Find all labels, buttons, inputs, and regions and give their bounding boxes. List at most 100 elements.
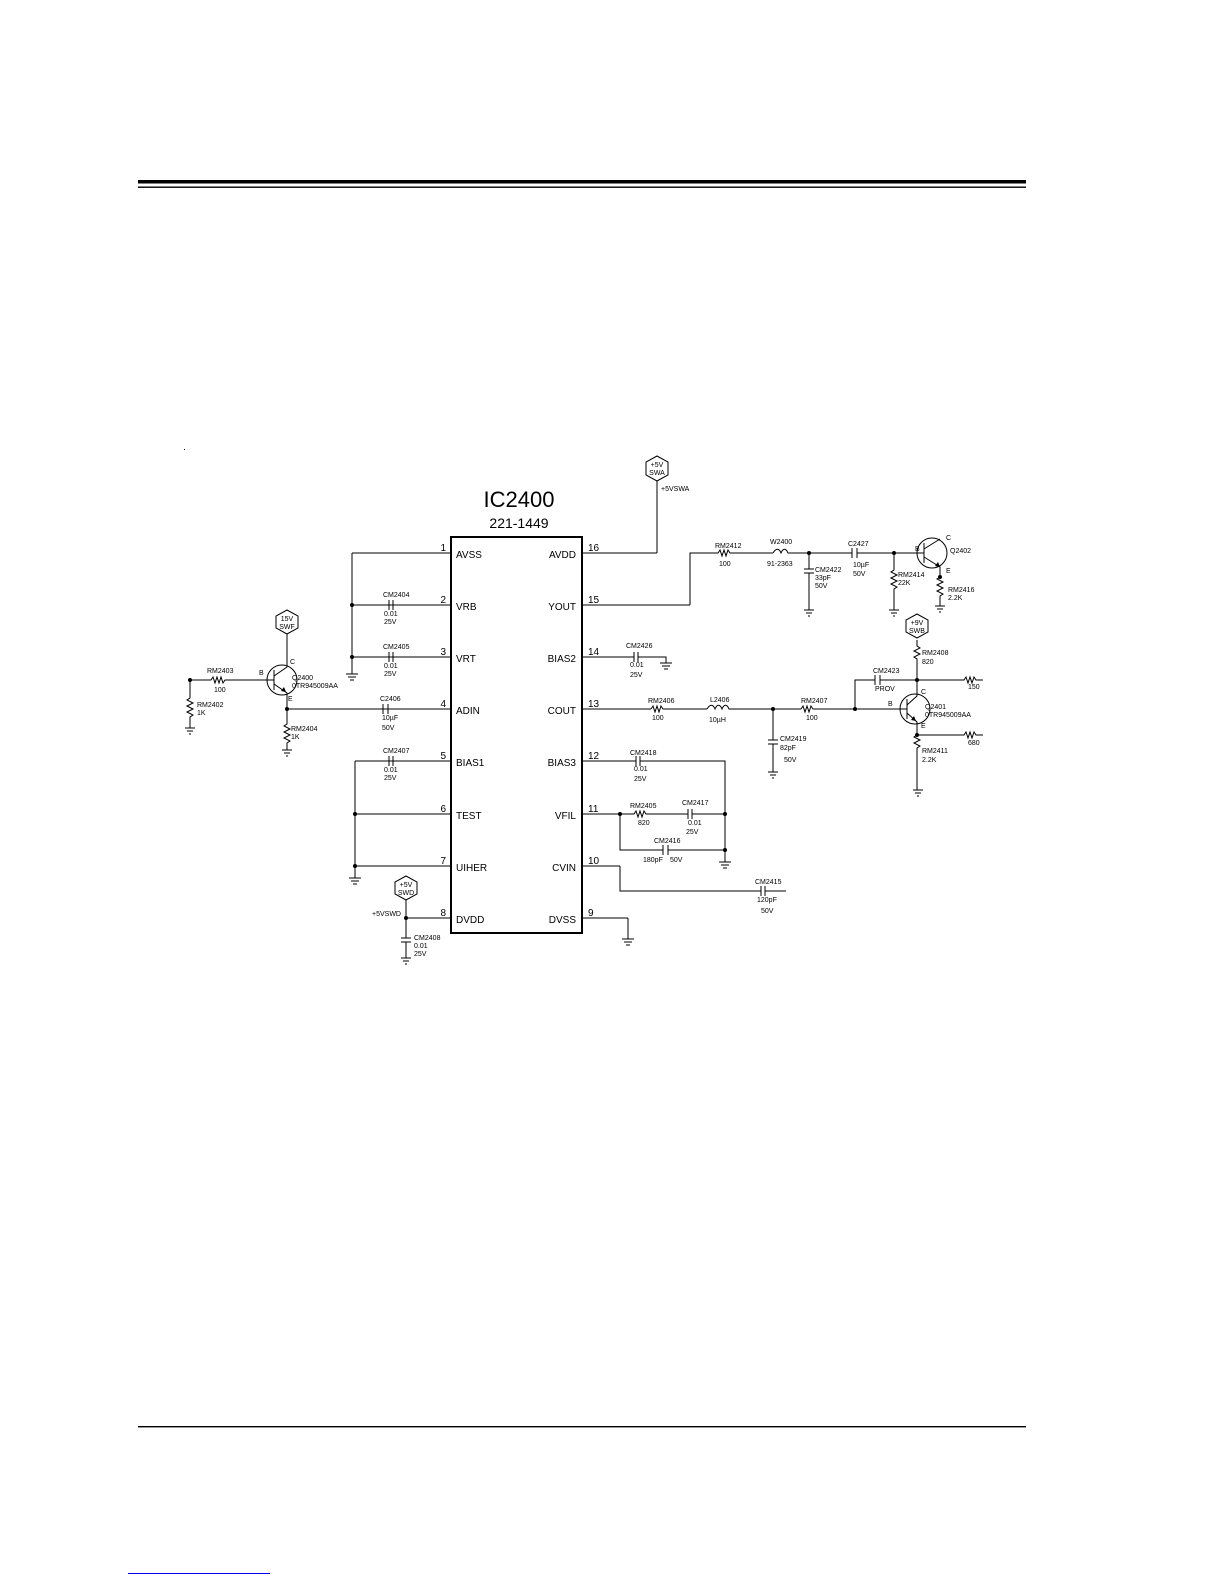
q2401-value: 0TR945009AA [925,712,971,719]
output-680-label: 680 [968,740,980,747]
cm2415-value: 120pF [757,897,777,904]
cm2419-rating: 50V [784,757,797,764]
cm2408-ref: CM2408 [414,935,441,942]
pin-5-name: BIAS1 [456,758,485,769]
cm2418-ref: CM2418 [630,750,657,757]
header-rule-thick [138,180,1026,184]
pin-11-name: VFIL [555,811,577,822]
rm2407-value: 100 [806,715,818,722]
supply-swd-line1: +5V [400,882,413,889]
q2400-emitter-arrow [281,687,286,692]
w2400-ref: W2400 [770,539,792,546]
cm2417-ref: CM2417 [682,800,709,807]
junction-dot [404,916,408,920]
q2402-c: C [946,535,951,542]
pin-9-name: DVSS [549,915,577,926]
q2402-e: E [946,568,951,575]
pin-3-name: VRT [456,654,476,665]
q2400-wiring [185,632,437,757]
c2406-rating: 50V [382,725,395,732]
cm2426-ref: CM2426 [626,643,653,650]
junction-dot [350,655,354,659]
rm2411-value: 2.2K [922,757,937,764]
pin-13-number: 13 [588,699,600,710]
cm2408-value: 0.01 [414,943,428,950]
rm2408-ref: RM2408 [922,650,949,657]
rm2406-ref: RM2406 [648,698,675,705]
junction-dot [723,812,727,816]
rm2414-value: 22K [898,580,911,587]
left-bottom-wiring [349,756,437,885]
ic-body [450,536,583,934]
pin-5-number: 5 [440,751,446,762]
pin-1-name: AVSS [456,550,482,561]
q2401-c: C [921,689,926,696]
supply-swd-line2: SWD [398,890,414,897]
cm2419-value: 82pF [780,745,796,752]
cm2418-rating: 25V [634,776,647,783]
pin-2-number: 2 [440,595,446,606]
rm2406-value: 100 [652,715,664,722]
pin-12-number: 12 [588,751,600,762]
rm2402-ref: RM2402 [197,702,224,709]
pin-11-number: 11 [588,804,599,815]
pin-7-number: 7 [440,856,446,867]
pin-6-name: TEST [456,811,482,822]
pin-2-name: VRB [456,602,477,613]
cvin-wiring [619,866,786,896]
junction-dot [807,551,811,555]
cm2426-rating: 25V [630,672,643,679]
cm2404-value: 0.01 [384,611,398,618]
cm2407-ref: CM2407 [383,748,410,755]
junction-dot [285,707,289,711]
c2427-value: 10µF [853,562,869,569]
supply-swf-line2: SWF [279,624,295,631]
cm2407-rating: 25V [384,775,397,782]
rm2405-value: 820 [638,820,650,827]
pin-14-name: BIAS2 [548,654,577,665]
cm2404-rating: 25V [384,619,397,626]
c2427-ref: C2427 [848,541,869,548]
rm2403-value: 100 [214,687,226,694]
q2401-e: E [921,723,926,730]
q2402-emitter-arrow [935,562,940,567]
l2406-ref: L2406 [710,697,730,704]
pin-16-name: AVDD [549,550,576,561]
yout-wiring [689,537,948,617]
rm2411-ref: RM2411 [922,748,948,755]
pin-13-name: COUT [548,706,576,717]
cm2416-value: 180pF [643,857,663,864]
q2401-ref: Q2401 [925,704,946,711]
q2400-e: E [288,696,293,703]
ic-name: IC2400 [484,487,555,512]
cm2418-value: 0.01 [634,766,648,773]
pin-4-number: 4 [440,699,446,710]
supply-swf-line1: 15V [281,616,294,623]
footer-link-underline [128,1573,270,1574]
cm2405-ref: CM2405 [383,644,410,651]
c2406-value: 10µF [382,715,398,722]
cm2415-rating: 50V [761,908,774,915]
rm2402-value: 1K [197,710,206,717]
junction-dot [771,707,775,711]
cout-wiring [650,640,983,797]
bias3-vfil-wiring [619,756,731,869]
pin-15-number: 15 [588,595,600,606]
supply-swb-line2: SWB [909,628,925,635]
pin-lines [287,552,690,919]
ic-part-number: 221-1449 [489,515,548,531]
c2406-ref: C2406 [380,696,401,703]
junction-dot [938,575,942,579]
pin-15-name: YOUT [548,602,576,613]
c2427-rating: 50V [853,571,866,578]
cm2426-value: 0.01 [630,662,644,669]
output-150-label: 150 [968,684,980,691]
junction-dot [350,603,354,607]
q2400-ref: Q2400 [292,675,313,682]
pin-3-number: 3 [440,647,446,658]
supply-swa-line1: +5V [651,462,664,469]
q2400-c: C [290,659,295,666]
junction-dot [188,678,192,682]
junction-dot [723,848,727,852]
